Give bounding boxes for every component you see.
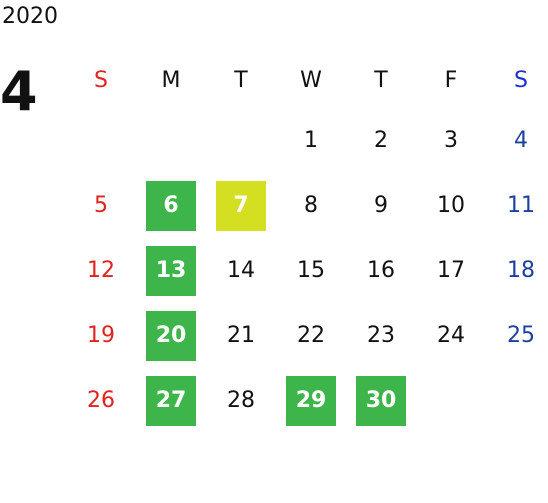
day-number-highlighted: 30 (356, 375, 406, 426)
day-cell: 18 (486, 238, 548, 303)
day-number (76, 116, 126, 166)
day-number: 9 (374, 192, 388, 218)
day-number: 3 (444, 127, 458, 153)
day-cell: 12 (66, 238, 136, 303)
day-cell: 29 (276, 368, 346, 433)
day-number: 8 (304, 192, 318, 218)
day-number: 23 (367, 322, 395, 348)
day-number: 25 (507, 322, 535, 348)
day-cell: 1 (276, 108, 346, 173)
day-cell: 30 (346, 368, 416, 433)
weekday-header-fri: F (444, 68, 458, 93)
day-cell: 4 (486, 108, 548, 173)
day-number: 17 (437, 257, 465, 283)
weekday-header-sun: S (94, 68, 108, 93)
weekday-header-sat: S (514, 68, 528, 93)
day-number (496, 376, 546, 426)
day-cell: 10 (416, 173, 486, 238)
weekday-header-tue: T (234, 68, 248, 93)
day-cell: 26 (66, 368, 136, 433)
day-number: 12 (87, 257, 115, 283)
day-number: 21 (227, 322, 255, 348)
day-number: 10 (437, 192, 465, 218)
day-cell (416, 368, 486, 433)
day-cell: 19 (66, 303, 136, 368)
day-number: 4 (514, 127, 528, 153)
weekday-header-thu: T (374, 68, 388, 93)
day-cell (486, 368, 548, 433)
day-cell: 5 (66, 173, 136, 238)
day-number-highlighted: 29 (286, 375, 336, 426)
day-cell: 9 (346, 173, 416, 238)
day-number: 18 (507, 257, 535, 283)
day-cell: 11 (486, 173, 548, 238)
day-cell: 16 (346, 238, 416, 303)
day-number: 15 (297, 257, 325, 283)
month-label: 4 (0, 60, 38, 123)
day-number-highlighted: 7 (216, 180, 266, 231)
weekday-header-wed: W (300, 68, 322, 93)
day-number: 14 (227, 257, 255, 283)
day-cell: 8 (276, 173, 346, 238)
day-cell: 13 (136, 238, 206, 303)
day-number: 26 (87, 387, 115, 413)
day-number (216, 116, 266, 166)
day-number: 28 (227, 387, 255, 413)
year-label: 2020 (2, 4, 58, 29)
day-cell: 7 (206, 173, 276, 238)
day-cell: 2 (346, 108, 416, 173)
day-number: 1 (304, 127, 318, 153)
day-number-highlighted: 13 (146, 245, 196, 296)
day-cell: 14 (206, 238, 276, 303)
day-cell: 23 (346, 303, 416, 368)
day-number: 5 (94, 192, 108, 218)
day-cell: 20 (136, 303, 206, 368)
day-number (426, 376, 476, 426)
day-number: 19 (87, 322, 115, 348)
day-number-highlighted: 6 (146, 180, 196, 231)
day-number: 24 (437, 322, 465, 348)
day-number-highlighted: 27 (146, 375, 196, 426)
calendar-grid: S M T W T F S 1 2 3 4 5 6 7 8 9 10 11 12… (66, 54, 548, 433)
day-cell: 17 (416, 238, 486, 303)
day-number (146, 116, 196, 166)
day-number: 22 (297, 322, 325, 348)
day-cell: 3 (416, 108, 486, 173)
day-cell: 15 (276, 238, 346, 303)
day-cell: 27 (136, 368, 206, 433)
day-cell (206, 108, 276, 173)
day-cell: 24 (416, 303, 486, 368)
day-cell: 22 (276, 303, 346, 368)
day-cell (66, 108, 136, 173)
day-number-highlighted: 20 (146, 310, 196, 361)
day-cell: 6 (136, 173, 206, 238)
day-number: 11 (507, 192, 535, 218)
day-cell (136, 108, 206, 173)
day-cell: 28 (206, 368, 276, 433)
day-cell: 21 (206, 303, 276, 368)
weekday-header-mon: M (161, 68, 181, 93)
day-number: 16 (367, 257, 395, 283)
day-number: 2 (374, 127, 388, 153)
day-cell: 25 (486, 303, 548, 368)
